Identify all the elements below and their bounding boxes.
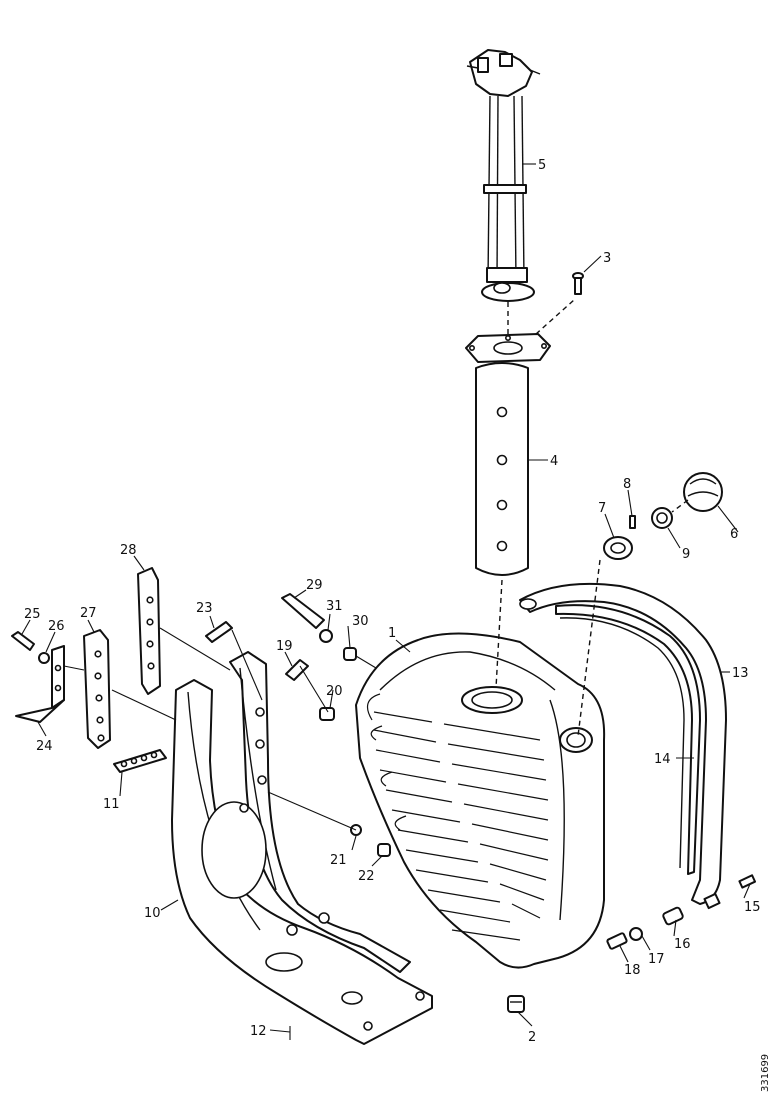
bracket-screw-23 bbox=[205, 621, 233, 643]
screw bbox=[572, 272, 584, 295]
callout-11: 11 bbox=[103, 797, 120, 812]
callout-26: 26 bbox=[48, 619, 65, 634]
filler-screw bbox=[629, 515, 636, 529]
callout-31: 31 bbox=[326, 599, 343, 614]
bracket-washer bbox=[38, 652, 50, 664]
filler-cap bbox=[683, 472, 723, 512]
fuel-tank bbox=[355, 632, 606, 969]
nut-30 bbox=[343, 647, 357, 661]
callout-labels: 1 2 3 4 5 6 7 8 9 10 11 12 13 14 15 16 1… bbox=[24, 158, 761, 1045]
strap-nut bbox=[662, 906, 684, 926]
spacer-strip bbox=[113, 749, 167, 773]
callout-29: 29 bbox=[306, 578, 323, 593]
nut-20 bbox=[319, 707, 335, 721]
washer-31 bbox=[319, 629, 333, 643]
filler-strainer bbox=[651, 507, 673, 529]
callout-3: 3 bbox=[603, 251, 611, 266]
callout-7: 7 bbox=[598, 501, 606, 516]
callout-10: 10 bbox=[144, 906, 161, 921]
callout-23: 23 bbox=[196, 601, 213, 616]
callout-15: 15 bbox=[744, 900, 761, 915]
strap-washer bbox=[629, 927, 643, 941]
bracket-bolt-19 bbox=[285, 659, 309, 681]
callout-4: 4 bbox=[550, 454, 558, 469]
callout-20: 20 bbox=[326, 684, 343, 699]
callout-9: 9 bbox=[682, 547, 690, 562]
callout-16: 16 bbox=[674, 937, 691, 952]
filler-neck-ring bbox=[603, 536, 633, 560]
callout-5: 5 bbox=[538, 158, 546, 173]
callout-1: 1 bbox=[388, 626, 396, 641]
nut-22 bbox=[377, 843, 391, 857]
callout-28: 28 bbox=[120, 543, 137, 558]
mounting-plate bbox=[137, 567, 161, 695]
callout-12: 12 bbox=[250, 1024, 267, 1039]
tank-bracket bbox=[171, 651, 433, 1045]
document-id: 331699 bbox=[760, 1054, 771, 1092]
assembly-lines bbox=[63, 299, 689, 831]
callout-8: 8 bbox=[623, 477, 631, 492]
callout-6: 6 bbox=[730, 527, 738, 542]
callout-24: 24 bbox=[36, 739, 53, 754]
strap-lock-nut bbox=[606, 932, 628, 950]
reinforcement-plate bbox=[83, 629, 111, 749]
callout-19: 19 bbox=[276, 639, 293, 654]
rubber-strip bbox=[555, 604, 701, 875]
bracket-bolt bbox=[11, 631, 35, 651]
callout-2: 2 bbox=[528, 1030, 536, 1045]
callout-27: 27 bbox=[80, 606, 97, 621]
drain-plug bbox=[507, 995, 525, 1013]
callout-18: 18 bbox=[624, 963, 641, 978]
callout-30: 30 bbox=[352, 614, 369, 629]
callout-25: 25 bbox=[24, 607, 41, 622]
bracket-bolt-29 bbox=[281, 593, 325, 629]
angle-bracket bbox=[15, 645, 65, 723]
callout-21: 21 bbox=[330, 853, 347, 868]
fuel-level-sender bbox=[466, 49, 541, 302]
suction-tube bbox=[465, 333, 551, 576]
callout-13: 13 bbox=[732, 666, 749, 681]
callout-17: 17 bbox=[648, 952, 665, 967]
callout-14: 14 bbox=[654, 752, 671, 767]
strap-bolt bbox=[703, 874, 757, 910]
callout-leaders bbox=[21, 163, 751, 1040]
callout-22: 22 bbox=[358, 869, 375, 884]
